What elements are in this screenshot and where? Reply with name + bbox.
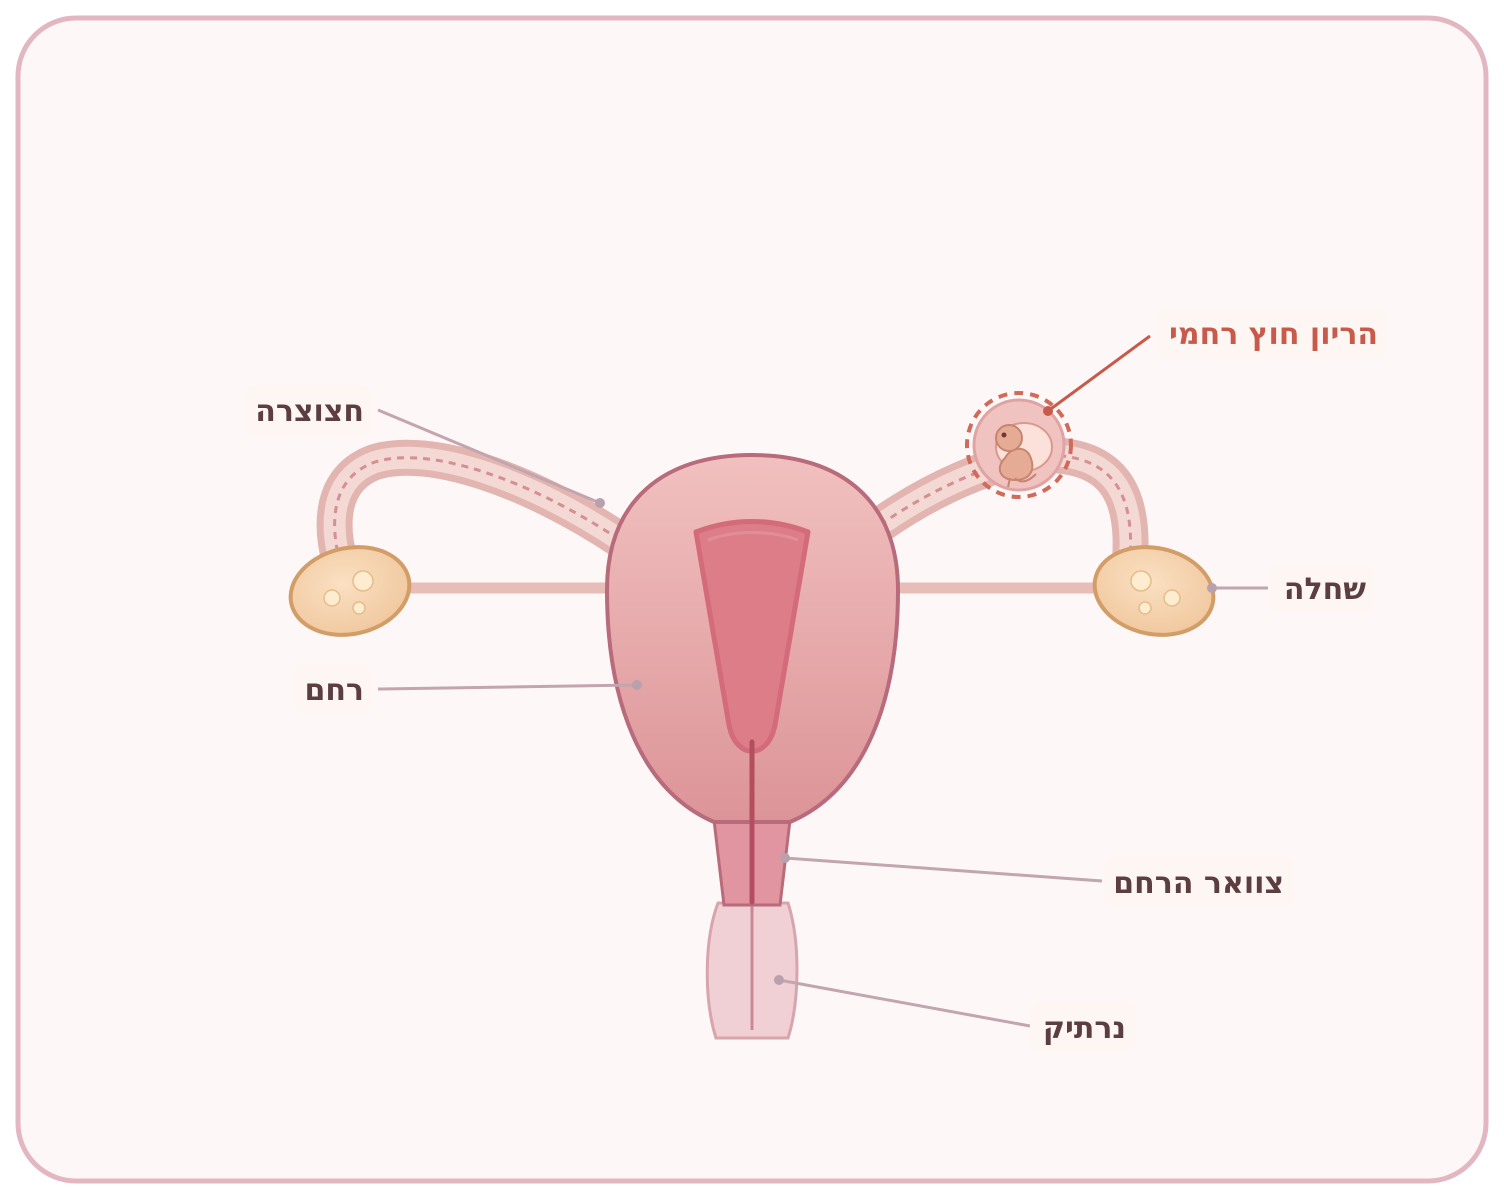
leader-cervix (784, 856, 1103, 883)
leader-vagina (778, 978, 1031, 1028)
svg-text:שחלה: שחלה (1284, 572, 1366, 607)
left-fallopian-tube (316, 439, 638, 580)
leader-lines (377, 334, 1268, 1028)
svg-text:הריון חוץ רחמי: הריון חוץ רחמי (1169, 317, 1378, 352)
leader-fallopian-tube (377, 408, 601, 505)
label-ectopic-pregnancy: הריון חוץ רחמי (1156, 308, 1388, 360)
svg-text:צוואר הרחם: צוואר הרחם (1113, 866, 1284, 901)
svg-text:רחם: רחם (304, 673, 364, 708)
leader-uterus (377, 683, 638, 691)
label-ovary: שחלה (1270, 563, 1374, 613)
right-ovary (1092, 545, 1216, 637)
label-uterus: רחם (294, 664, 372, 714)
ectopic-embryo (965, 391, 1073, 499)
label-fallopian-tube: חצוצרה (244, 385, 372, 435)
leader-ectopic (1047, 334, 1151, 413)
svg-text:חצוצרה: חצוצרה (255, 394, 364, 429)
left-ovary (288, 545, 412, 637)
uterus (604, 452, 901, 905)
label-vagina: נרתיק (1030, 1001, 1136, 1053)
svg-text:נרתיק: נרתיק (1043, 1011, 1126, 1046)
label-cervix: צוואר הרחם (1104, 856, 1294, 908)
vagina (705, 901, 799, 1040)
